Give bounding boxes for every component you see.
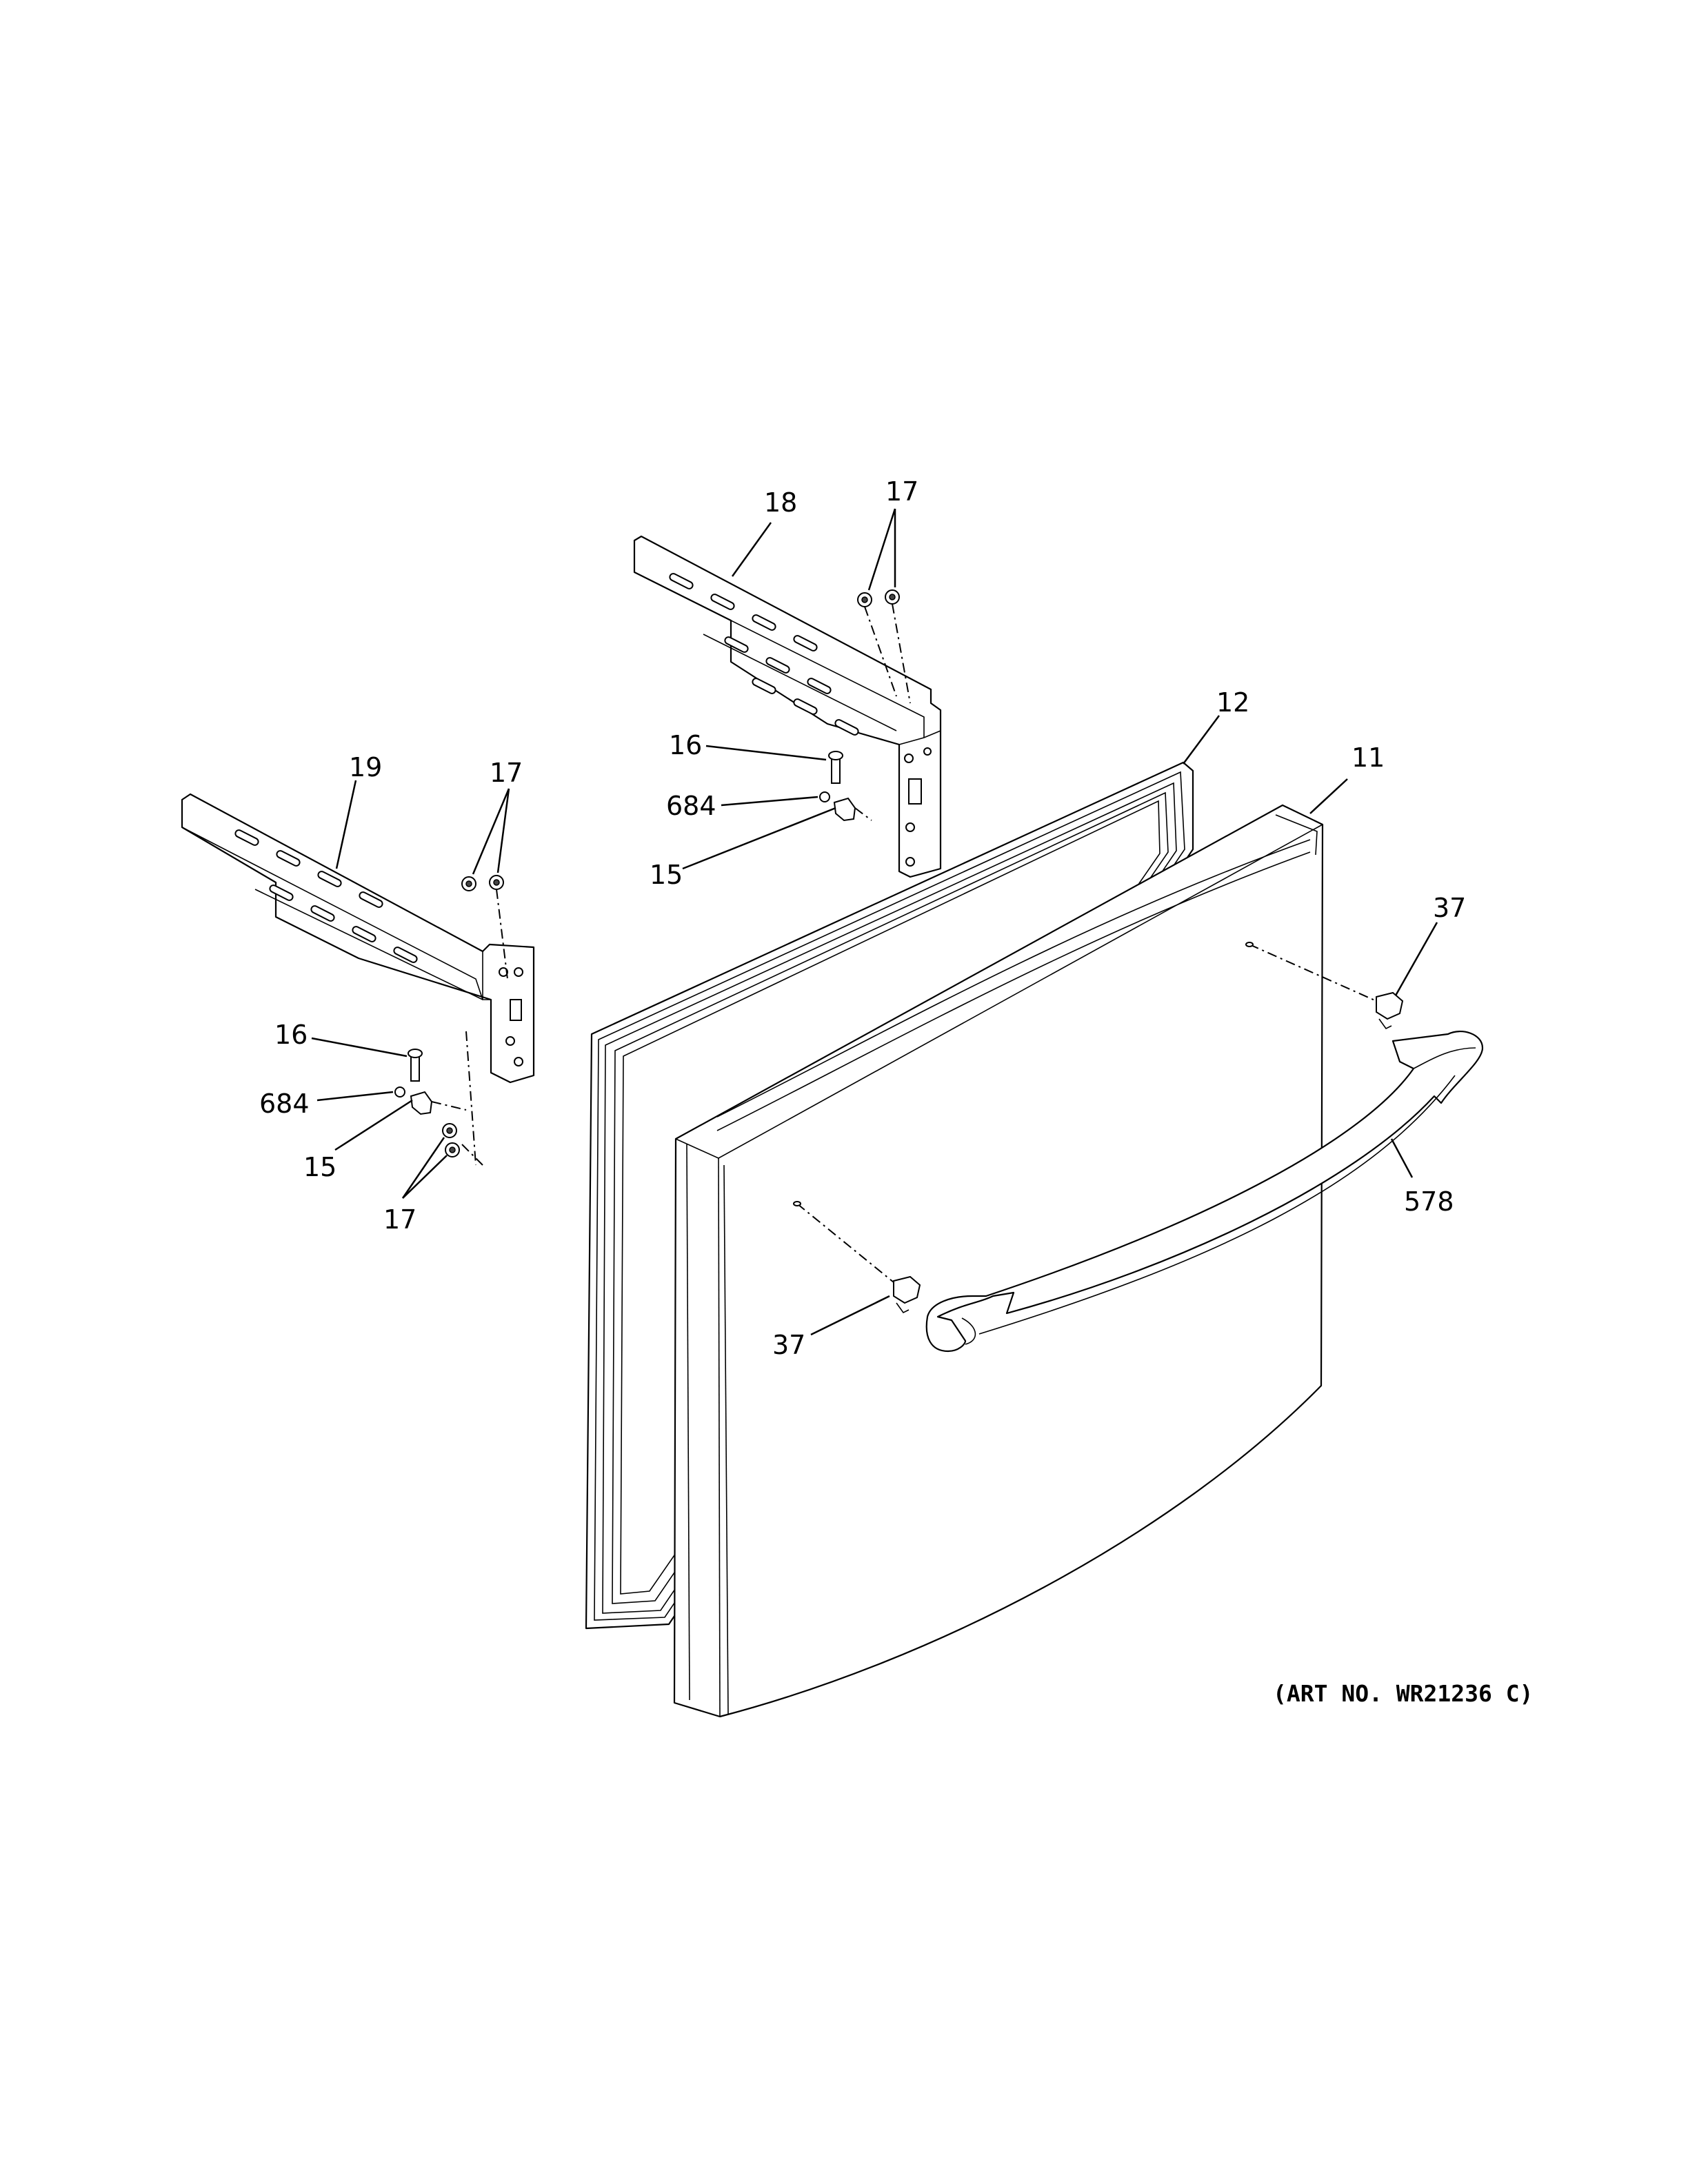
callout-15-top: 15: [650, 860, 683, 890]
leader-11: [1309, 778, 1348, 814]
callout-37-right: 37: [1433, 893, 1466, 923]
leader-15-left: [334, 1099, 413, 1151]
callout-16-left: 16: [274, 1020, 308, 1050]
screws-17-bottom: [442, 1031, 483, 1166]
leader-684-top: [721, 796, 818, 807]
callout-37-left: 37: [772, 1330, 805, 1360]
hinge-bracket-19: [181, 793, 535, 1084]
callout-15-left: 15: [303, 1152, 336, 1182]
leader-684-left: [316, 1091, 394, 1102]
door-handle-578: [925, 1031, 1484, 1353]
callout-684-left: 684: [259, 1089, 310, 1119]
callout-16-top: 16: [669, 730, 702, 760]
screw-16-top: [828, 751, 843, 784]
callout-19: 19: [349, 752, 382, 782]
leader-17-top-a: [867, 508, 896, 591]
callout-684-top: 684: [666, 791, 716, 821]
leader-16-left: [311, 1037, 408, 1058]
screws-17-left: [461, 875, 508, 980]
screw-16-left: [408, 1049, 423, 1082]
art-number: (ART NO. WR21236 C): [1273, 1680, 1534, 1707]
leader-37-right: [1394, 922, 1438, 996]
washer-684-left: [394, 1086, 405, 1098]
screws-17-top: [857, 589, 911, 704]
callout-578: 578: [1404, 1186, 1454, 1217]
hinge-bracket-18: [633, 535, 942, 878]
washer-684-top: [819, 791, 830, 802]
bumper-37-left: [793, 1201, 921, 1314]
leader-578: [1390, 1138, 1414, 1178]
leader-12: [1182, 715, 1220, 765]
leader-16-top: [705, 745, 827, 761]
leader-17-left-b: [496, 788, 510, 873]
leader-15-top: [682, 807, 836, 870]
door-panel-11: [673, 804, 1324, 1718]
callout-17-bottom: 17: [383, 1204, 416, 1235]
bumper-37-right: [1245, 942, 1404, 1030]
callout-12: 12: [1216, 687, 1249, 718]
leader-19: [335, 780, 357, 869]
callout-17-left: 17: [490, 758, 523, 788]
leader-37-left: [810, 1295, 890, 1336]
callout-18: 18: [764, 487, 797, 518]
callout-17-top: 17: [885, 476, 918, 507]
clip-15-left: [410, 1091, 467, 1115]
clip-15-top: [833, 797, 872, 822]
callout-11: 11: [1352, 742, 1385, 773]
leader-17-left-a: [472, 788, 510, 875]
leader-17-bottom-a: [401, 1137, 445, 1199]
leader-18: [731, 522, 772, 577]
leader-17-bottom-b: [402, 1155, 448, 1199]
